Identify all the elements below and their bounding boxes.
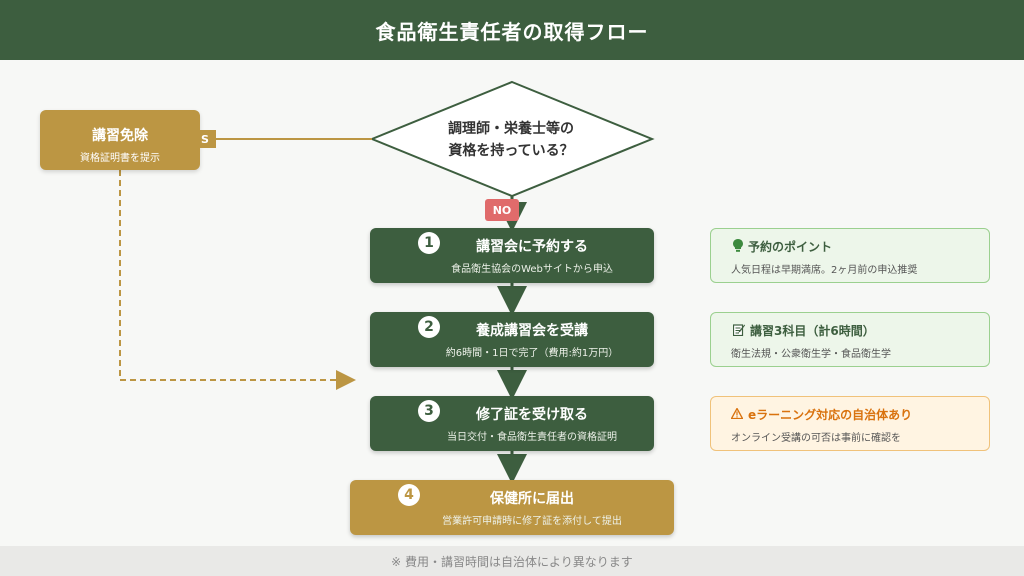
step-title: 養成講習会を受講 bbox=[476, 323, 588, 339]
step-number: 2 bbox=[418, 316, 440, 338]
step-2: 2 養成講習会を受講 約6時間・1日で完了（費用:約1万円） bbox=[370, 312, 654, 367]
step-title: 修了証を受け取る bbox=[476, 407, 588, 423]
decision-question: 調理師・栄養士等の 資格を持っている？ bbox=[400, 118, 622, 162]
step-number: 3 bbox=[418, 400, 440, 422]
card-title-text: 予約のポイント bbox=[748, 240, 833, 254]
card-title-text: 講習3科目（計6時間） bbox=[750, 324, 875, 338]
tip-card-subjects: 講習3科目（計6時間） 衛生法規・公衆衛生学・食品衛生学 bbox=[710, 312, 990, 367]
card-title: 講習3科目（計6時間） bbox=[732, 322, 875, 339]
question-line-2: 資格を持っている？ bbox=[448, 143, 574, 159]
memo-icon bbox=[732, 323, 745, 338]
warning-icon bbox=[730, 407, 744, 421]
question-line-1: 調理師・栄養士等の bbox=[448, 121, 574, 137]
no-badge: NO bbox=[485, 199, 519, 221]
card-title-text: eラーニング対応の自治体あり bbox=[748, 408, 913, 422]
step-title: 講習会に予約する bbox=[476, 239, 588, 255]
card-subtitle: オンライン受講の可否は事前に確認を bbox=[731, 433, 901, 444]
page-title: 食品衛生責任者の取得フロー bbox=[0, 0, 1024, 60]
lightbulb-icon bbox=[733, 239, 743, 254]
step-number: 4 bbox=[398, 484, 420, 506]
footer-note: ※ 費用・講習時間は自治体により異なります bbox=[0, 546, 1024, 576]
card-title: 予約のポイント bbox=[733, 238, 832, 255]
step-subtitle: 約6時間・1日で完了（費用:約1万円） bbox=[445, 348, 619, 359]
card-subtitle: 衛生法規・公衆衛生学・食品衛生学 bbox=[731, 349, 891, 360]
step-subtitle: 当日交付・食品衛生責任者の資格証明 bbox=[447, 432, 617, 443]
step-subtitle: 営業許可申請時に修了証を添付して提出 bbox=[442, 516, 622, 527]
card-title: eラーニング対応の自治体あり bbox=[730, 406, 913, 423]
step-1: 1 講習会に予約する 食品衛生協会のWebサイトから申込 bbox=[370, 228, 654, 283]
exempt-skip-connector bbox=[119, 170, 356, 390]
yes-label: S bbox=[194, 130, 216, 148]
exempt-title: 講習免除 bbox=[92, 128, 148, 144]
step-3: 3 修了証を受け取る 当日交付・食品衛生責任者の資格証明 bbox=[370, 396, 654, 451]
step-number: 1 bbox=[418, 232, 440, 254]
card-subtitle: 人気日程は早期満席。2ヶ月前の申込推奨 bbox=[731, 265, 918, 276]
exempt-subtitle: 資格証明書を提示 bbox=[80, 153, 160, 164]
tip-card-elearning: eラーニング対応の自治体あり オンライン受講の可否は事前に確認を bbox=[710, 396, 990, 451]
step-subtitle: 食品衛生協会のWebサイトから申込 bbox=[451, 264, 613, 275]
step-title: 保健所に届出 bbox=[490, 491, 574, 507]
exempt-box: 講習免除 資格証明書を提示 bbox=[40, 110, 200, 170]
step-4: 4 保健所に届出 営業許可申請時に修了証を添付して提出 bbox=[350, 480, 674, 535]
tip-card-reservation: 予約のポイント 人気日程は早期満席。2ヶ月前の申込推奨 bbox=[710, 228, 990, 283]
